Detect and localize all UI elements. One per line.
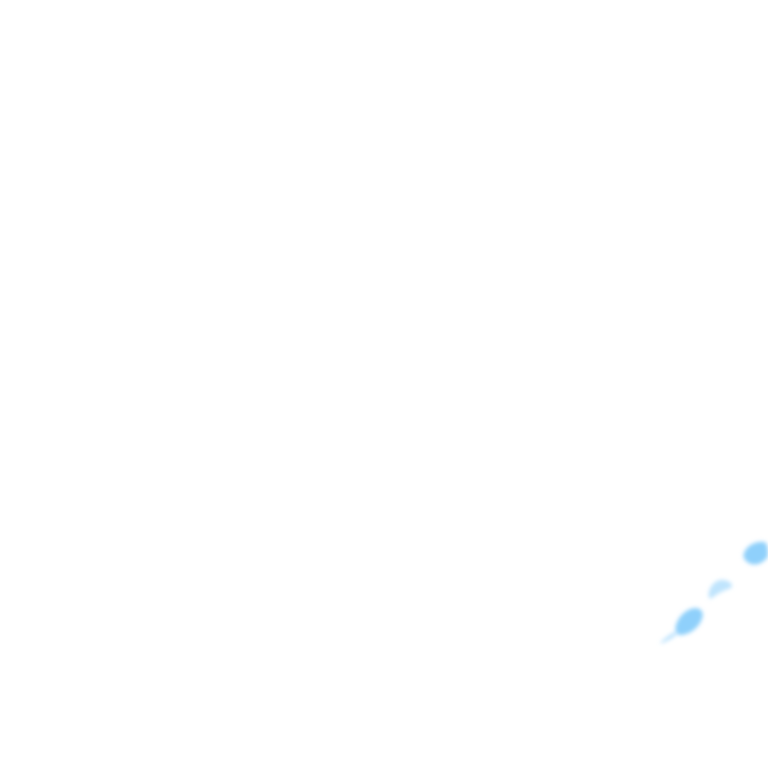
precipitation-patch: [675, 608, 703, 636]
precipitation-streak: [660, 631, 678, 644]
precipitation-patch: [708, 579, 733, 599]
precipitation-patch: [743, 541, 768, 565]
